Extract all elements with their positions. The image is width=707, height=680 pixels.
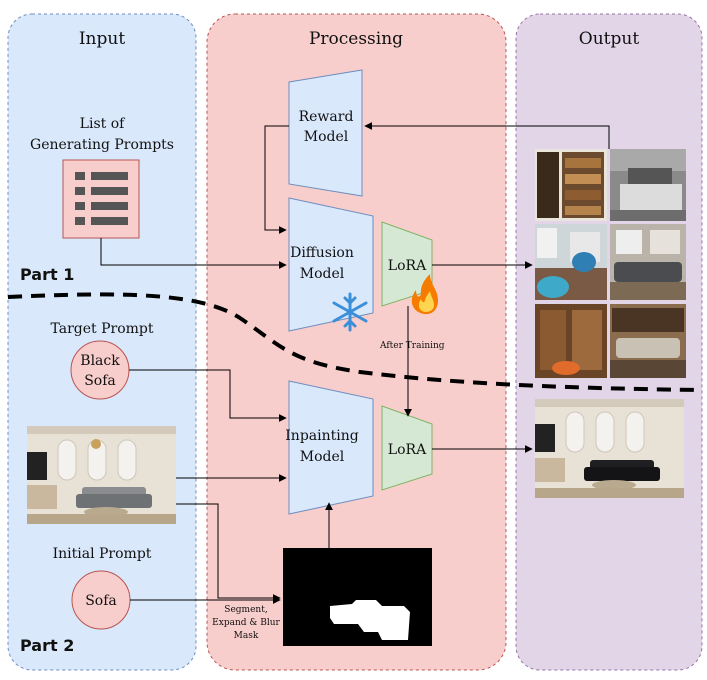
output-image-lounge <box>610 304 686 378</box>
reward-model-line1: Reward <box>299 109 354 125</box>
initial-prompt-label: Initial Prompt <box>53 546 152 562</box>
target-prompt-line1: Black <box>80 353 120 369</box>
target-prompt-bubble <box>70 340 130 400</box>
output-image-beanbag <box>535 224 607 300</box>
mask-label-line1: Segment, <box>224 605 267 615</box>
input-room-image <box>27 426 176 524</box>
after-training-label: After Training <box>379 341 445 351</box>
output-image-library <box>535 304 607 378</box>
output-image-bedroom <box>610 149 686 221</box>
reward-model-line2: Model <box>304 129 349 145</box>
initial-prompt-text: Sofa <box>85 593 117 609</box>
list-title-line1: List of <box>80 116 126 132</box>
snowflake-icon <box>332 292 368 332</box>
lora-bottom-block <box>381 405 433 491</box>
output-panel-title: Output <box>579 29 640 49</box>
input-panel-title: Input <box>79 29 125 49</box>
diffusion-model-line2: Model <box>300 266 345 282</box>
mask-label-line2: Expand & Blur <box>212 618 280 628</box>
lora-top-label: LoRA <box>388 258 427 274</box>
part2-label: Part 2 <box>20 636 74 655</box>
reward-model-block <box>288 69 363 197</box>
mask-image <box>283 548 432 646</box>
arrow-target-to-inpainting <box>129 369 287 422</box>
inpainting-model-block <box>288 380 374 515</box>
part1-label: Part 1 <box>20 265 74 284</box>
output-image-living-room <box>610 224 686 300</box>
output-image-bookshelf <box>535 149 607 221</box>
inpainting-model-line2: Model <box>300 449 345 465</box>
diffusion-model-block <box>288 197 374 332</box>
target-prompt-label: Target Prompt <box>50 321 153 337</box>
arrow-prompts-to-diffusion <box>100 238 287 269</box>
processing-panel-title: Processing <box>309 29 403 49</box>
lora-bottom-label: LoRA <box>388 442 427 458</box>
mask-label-line3: Mask <box>234 631 259 641</box>
arrow-reward-to-diffusion <box>264 125 289 234</box>
output-room-black-sofa <box>535 399 684 498</box>
inpainting-model-line1: Inpainting <box>285 428 358 444</box>
target-prompt-line2: Sofa <box>84 373 116 389</box>
list-title-line2: Generating Prompts <box>30 137 174 153</box>
processing-panel <box>206 13 507 671</box>
part-separator <box>7 292 701 392</box>
arrow-image-to-mask <box>176 503 281 602</box>
arrow-output-to-reward <box>364 122 610 149</box>
diffusion-model-line1: Diffusion <box>290 245 354 261</box>
list-icon <box>62 159 140 239</box>
fire-icon <box>411 274 438 315</box>
